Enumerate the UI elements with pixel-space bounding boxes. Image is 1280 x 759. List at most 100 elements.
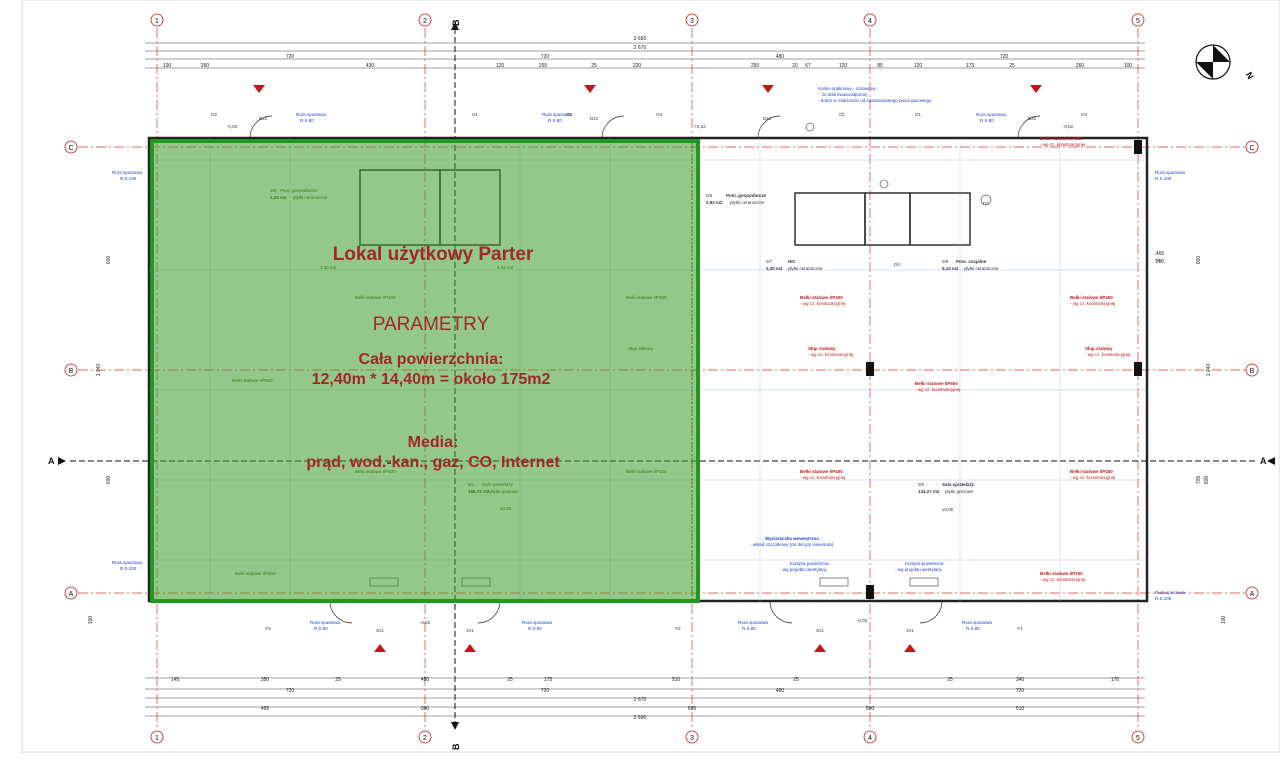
- left-belki-2: Belki stalowe I/P400: [626, 295, 667, 300]
- room-pom-gosp-floor: płytki ceramiczne: [730, 200, 765, 205]
- rura-label-2: Rura spustowa: [296, 112, 327, 117]
- opening-o1-3: O1: [915, 112, 922, 117]
- dim-left-3: 100: [88, 616, 94, 625]
- left-pom-gosp-name: Pom. gospodarcze: [280, 188, 318, 193]
- slup-label-2: Słup stalowy: [1085, 346, 1113, 351]
- section-arrows: [58, 22, 1275, 730]
- dim-bot-detail-4: 25: [507, 677, 513, 683]
- slup-label-1: Słup stalowy: [808, 346, 836, 351]
- kurtyna-sub-2: - wg projektu wentylacji: [895, 567, 942, 572]
- structural-labels: Belki stalowe I/P400 - wg cz. konstrukcy…: [800, 136, 1130, 582]
- dim-top-detail-12: 120: [914, 63, 923, 69]
- door-dr1-1: Dr1: [376, 628, 384, 633]
- dim-top-mid-3: 720: [1000, 54, 1009, 60]
- room-socj-area: 5,14 m2: [942, 266, 959, 271]
- komin-label: Komin spalinowy - izolowany: [818, 86, 876, 91]
- dim-top-detail-7: 255: [751, 63, 760, 69]
- belki-200-label-1: Belki stalowe I/P200: [1040, 571, 1083, 576]
- level-right-top: -0,02: [1063, 124, 1074, 129]
- unit-media-value: prąd, wod.-kan., gaz, CO, Internet: [306, 454, 560, 471]
- rura-label-7: Rura spustowa: [1155, 590, 1186, 595]
- dim-right-3: 1 240: [1206, 364, 1212, 377]
- komin-sub2: - dobór w zależności od zastosowanego pi…: [818, 98, 932, 103]
- grid-col-2-top: 2: [423, 18, 427, 25]
- kurtyna-label-2: Kurtyna powietrzna: [905, 561, 944, 566]
- rura-label-6: Rura spustowa: [112, 560, 143, 565]
- komin-sub1: ze stali kwasoodpornej: [822, 92, 868, 97]
- unit-highlight-area: [150, 139, 700, 603]
- grid-col-5-bottom: 5: [1136, 735, 1140, 742]
- grid-col-3-bottom: 3: [690, 735, 694, 742]
- dim-top-mid-1: 720: [541, 54, 550, 60]
- door-dz2-1: Dz2: [259, 116, 267, 121]
- dim-top-detail-3: 120: [496, 63, 505, 69]
- facade-f4: F4: [1155, 258, 1161, 263]
- dim-top-detail-16: 100: [1124, 63, 1133, 69]
- room-sala-name: Sala sprzedaży: [942, 482, 975, 487]
- left-level: ±0,00: [500, 506, 512, 511]
- dim-top-total-1: 2 690: [634, 36, 647, 42]
- belki-200-sub-1: - wg cz. konstrukcyjnej: [1040, 577, 1085, 582]
- room-socj-name: Pom. socjalne: [956, 259, 987, 264]
- section-a-right: A: [1260, 456, 1267, 466]
- dim-top-detail-5: 25: [591, 63, 597, 69]
- dim-top-detail-1: 260: [201, 63, 210, 69]
- steel-columns: [866, 140, 1142, 599]
- dim-top-detail-10: 120: [839, 63, 848, 69]
- grid-row-c-left: C: [68, 145, 73, 152]
- rura-label-8: Rura spustowa: [310, 620, 341, 625]
- room-wc-floor: płytki ceramiczne: [788, 266, 823, 271]
- dim-top-total-2: 2 670: [634, 45, 647, 51]
- left-belki-3: Belki stalowe I/P400: [355, 469, 396, 474]
- belki-sub-2: - wg cz. konstrukcyjnej: [1070, 301, 1115, 306]
- belki-label-1: Belki stalowe I/P400: [800, 295, 843, 300]
- dim-top-detail-0: 100: [163, 63, 172, 69]
- rura-label-3: Rura spustowa: [976, 112, 1007, 117]
- room-wc-area: 3,30 m2: [766, 266, 783, 271]
- door-dz2-4: Dz2: [1028, 116, 1036, 121]
- kurtyna-sub-1: - wg projektu wentylacji: [780, 567, 827, 572]
- installation-labels: Komin spalinowy - izolowany ze stali kwa…: [112, 86, 1186, 631]
- belki-200-sub-2: - wg cz. konstrukcyjnej: [1040, 142, 1085, 147]
- grid-row-b-right: B: [1250, 368, 1255, 375]
- room-sala-area: 134,27 m2: [918, 489, 940, 494]
- wycieraczka-sub: - wkład szczotkowy (do decyzji inwestora…: [750, 542, 834, 547]
- belki-sub-1: - wg cz. konstrukcyjnej: [800, 301, 845, 306]
- dim-bot-detail-1: 350: [261, 677, 270, 683]
- opening-o2-1: O2: [211, 112, 218, 117]
- dim-bot-extra-0: 495: [261, 706, 270, 712]
- opening-o1-2: O1: [839, 112, 846, 117]
- room-wc-name: WC: [788, 259, 796, 264]
- kurtyna-label-1: Kurtyna powietrzna: [790, 561, 829, 566]
- rura-code-6: R.S.100: [120, 566, 137, 571]
- door-dz2-3: Dz2: [763, 116, 771, 121]
- dim-left-0: 600: [106, 256, 112, 265]
- dim-bot-detail-7: 25: [793, 677, 799, 683]
- facade-f1: F1: [1017, 626, 1023, 631]
- slup-sub-1: - wg cz. konstrukcyjnej: [808, 352, 853, 357]
- unit-area-value: 12,40m * 14,40m = około 175m2: [312, 371, 551, 388]
- dim-bot-total-2: 2 690: [634, 715, 647, 721]
- slup-sub-2: - wg cz. konstrukcyjnej: [1085, 352, 1130, 357]
- grid-bubbles-top: [64, 13, 1259, 744]
- dim-bot-mid-3: 720: [1016, 688, 1025, 694]
- belki-label-4: Belki stalowe I/P400: [1070, 469, 1113, 474]
- level-right-bottom: -0,02: [857, 618, 868, 623]
- belki-label-2: Belki stalowe I/P400: [1070, 295, 1113, 300]
- door-dr1-4: Dr1: [906, 628, 914, 633]
- room-pom-gosp-code: 0/6: [706, 193, 713, 198]
- dim-bot-detail-5: 175: [544, 677, 553, 683]
- dim-bot-detail-8: 25: [947, 677, 953, 683]
- door-dr1-2: Dr1: [466, 628, 474, 633]
- dim-bot-extra-2: 695: [688, 706, 697, 712]
- belki-550-sub: - wg cz. konstrukcyjnej: [915, 387, 960, 392]
- rura-code-7: R.S.100: [1155, 596, 1172, 601]
- left-wc-area: 3,30 m2: [320, 265, 337, 270]
- facade-f2: F2: [675, 626, 681, 631]
- dim-top-detail-2: 430: [366, 63, 375, 69]
- opening-o3-1: O3: [656, 112, 663, 117]
- section-b-bottom: B: [451, 743, 461, 750]
- dim-bot-mid-2: 480: [776, 688, 785, 694]
- grid-col-1-top: 1: [155, 18, 159, 25]
